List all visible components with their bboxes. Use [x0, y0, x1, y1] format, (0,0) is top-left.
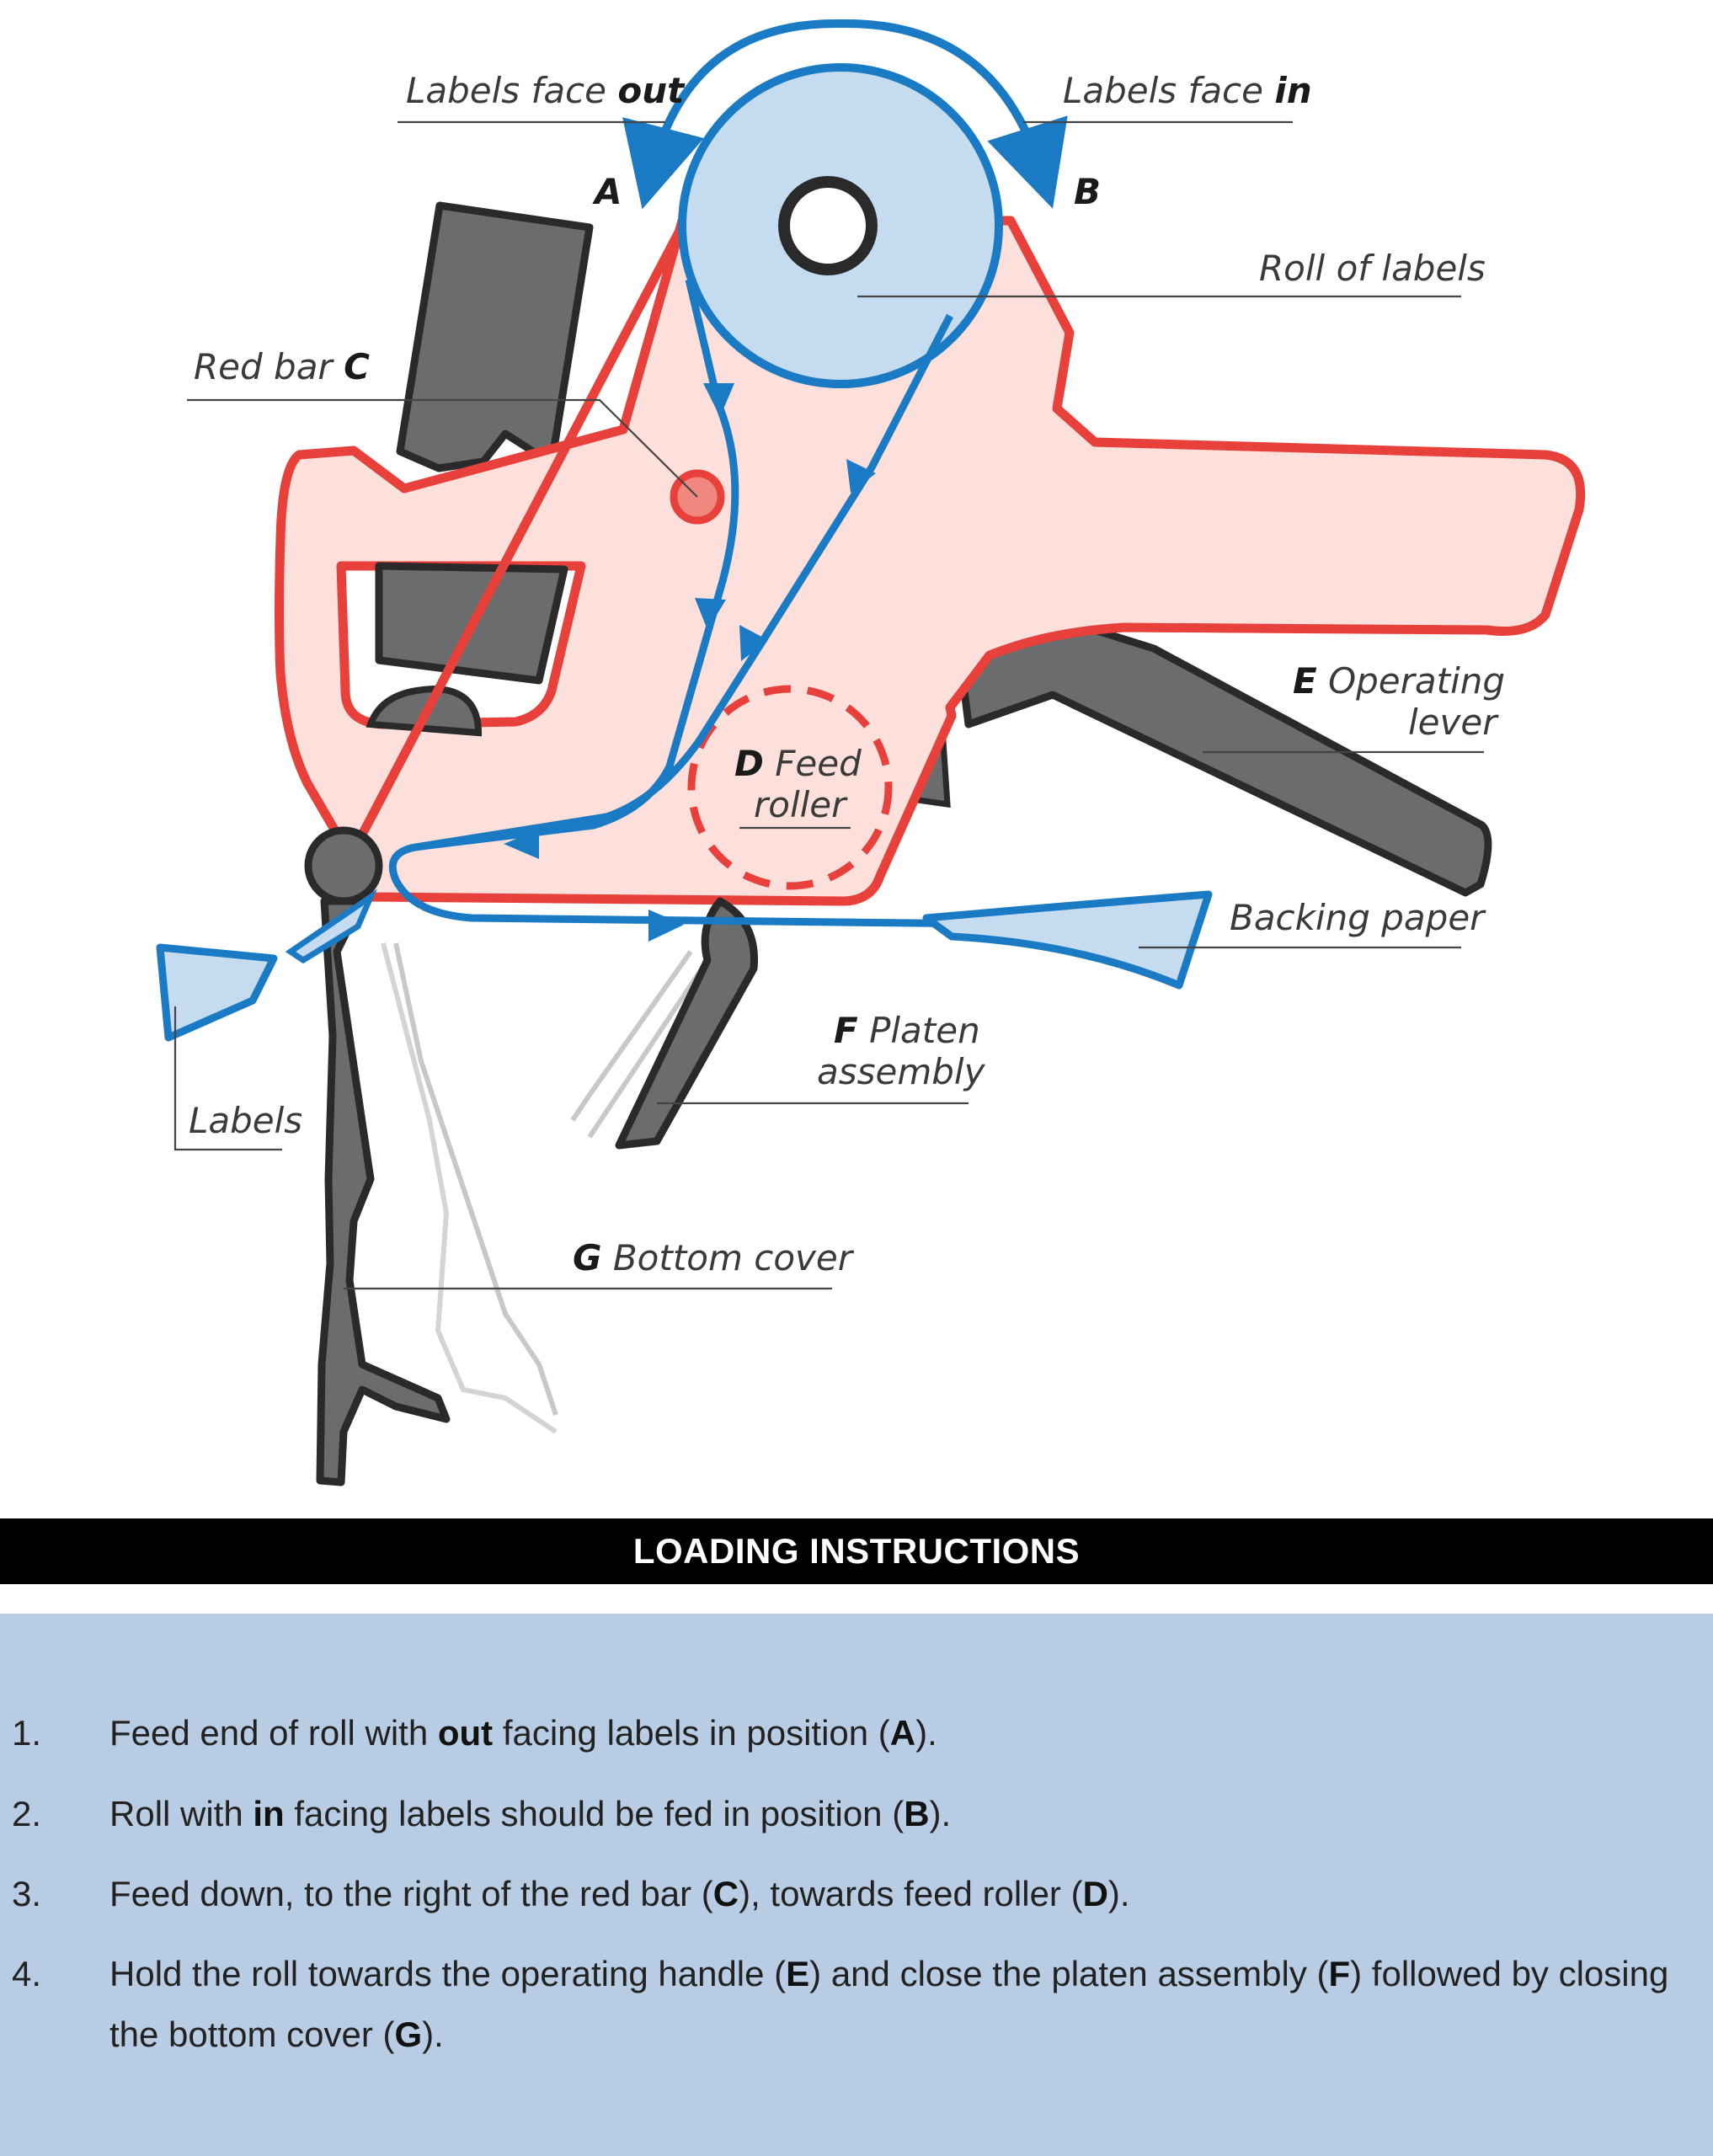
label-bottom-cover: G Bottom cover: [573, 1237, 855, 1278]
operating-lever-part: [956, 623, 1492, 897]
step-number: 1.: [12, 1713, 42, 1753]
labels-strip: [156, 943, 278, 1042]
backing-paper: [922, 890, 1213, 990]
label-platen-line2: assembly: [817, 1051, 986, 1092]
label-operating-lever-line1: E Operating: [1293, 660, 1505, 702]
path-arrow-2: [846, 459, 876, 493]
label-roll-of-labels: Roll of labels: [1259, 248, 1486, 289]
label-platen-line1: F Platen: [834, 1010, 980, 1051]
heading-text: LOADING INSTRUCTIONS: [632, 1531, 1081, 1571]
feed-roller-d: [687, 685, 893, 890]
platen-open-outline: [570, 950, 710, 1139]
step-number: 2.: [12, 1794, 42, 1833]
step-number: 4.: [12, 1954, 42, 1993]
label-labels: Labels: [189, 1100, 302, 1141]
feed-direction-a-arrow: [622, 19, 841, 210]
step-text: Feed end of roll with out facing labels …: [109, 1713, 937, 1753]
loading-instructions-heading: LOADING INSTRUCTIONS: [0, 1518, 1713, 1584]
label-position-b: B: [1074, 171, 1101, 212]
bottom-cover-part: [316, 897, 451, 1486]
leader-labels: [173, 1006, 282, 1151]
bottom-cover-open-outline-2: [381, 942, 558, 1434]
path-arrow-4: [739, 625, 768, 661]
roll-core: [778, 176, 878, 275]
leader-red-bar: [187, 398, 698, 498]
label-labels-face-in: Labels face in: [1063, 70, 1312, 111]
body-diagonal-edge: [350, 223, 686, 853]
step-text: Feed down, to the right of the red bar (…: [109, 1874, 1130, 1913]
label-feed-roller-line1: D Feed: [734, 743, 862, 784]
label-feed-path-b: [388, 313, 1062, 929]
label-gun-diagram: Labels face out Labels face in A B Roll …: [156, 19, 1586, 1486]
instructions-panel: 1. Feed end of roll with out facing labe…: [0, 1614, 1713, 2156]
label-feed-roller-line2: roller: [754, 784, 848, 825]
step-number: 3.: [12, 1874, 42, 1913]
pivot-roller: [304, 826, 383, 905]
feed-direction-b-arrow: [840, 19, 1068, 209]
labels-strip-piece: [285, 889, 377, 964]
bottom-cover-open-outline: [393, 942, 558, 1416]
path-arrow-1: [703, 383, 734, 417]
path-arrow-5: [504, 830, 539, 859]
label-labels-face-out: Labels face out: [406, 70, 686, 111]
path-arrow-3: [695, 598, 726, 630]
step-text: Roll with in facing labels should be fed…: [109, 1794, 952, 1833]
step-text: Hold the roll towards the operating hand…: [109, 1954, 1669, 2054]
label-backing-paper: Backing paper: [1230, 897, 1486, 938]
label-position-a: A: [592, 171, 622, 212]
label-operating-lever-line2: lever: [1408, 702, 1499, 743]
label-red-bar: Red bar C: [194, 346, 370, 387]
cartridge-part: [396, 201, 594, 472]
path-arrow-6: [648, 910, 684, 942]
